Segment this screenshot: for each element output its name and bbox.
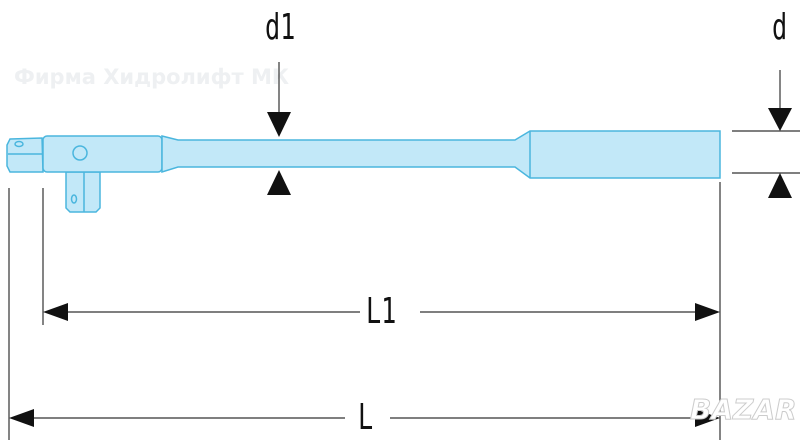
- label-L: L: [358, 397, 374, 438]
- dimension-lines: [8, 62, 800, 440]
- bazar-logo: BAZAR: [690, 393, 798, 427]
- square-drive: [6, 137, 44, 173]
- head: [42, 135, 163, 173]
- label-d1: d1: [265, 7, 296, 48]
- label-d: d: [772, 7, 788, 48]
- watermark-text: Фирма Хидролифт МК: [14, 65, 290, 89]
- shaft: [161, 130, 721, 179]
- label-L1: L1: [366, 291, 397, 332]
- ratchet-tool: [6, 130, 721, 213]
- spinner-drive: [65, 171, 101, 213]
